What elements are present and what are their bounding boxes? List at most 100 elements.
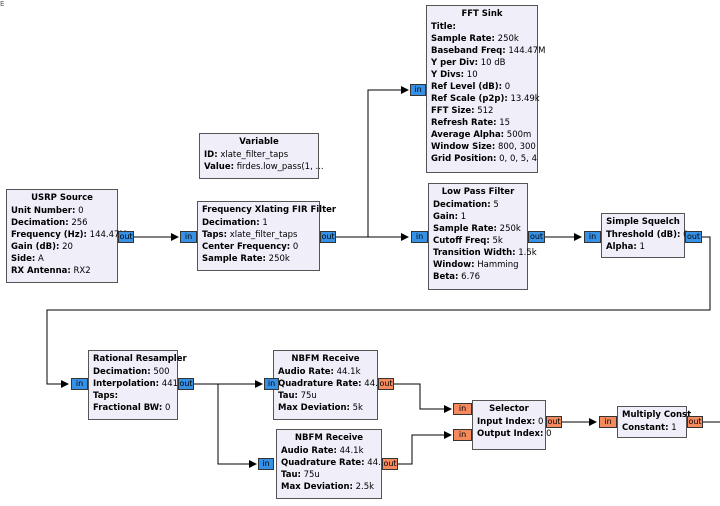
block-title: NBFM Receive	[294, 433, 364, 443]
param-value: xlate_filter_taps	[229, 230, 298, 240]
param-row: Window: Hamming	[433, 259, 523, 271]
param-key: Max Deviation:	[278, 403, 350, 413]
param-row: Fractional BW: 0	[93, 402, 173, 414]
param-key: Y Divs:	[431, 70, 465, 80]
param-value: 144.47M	[508, 46, 546, 56]
nbfm-receive-2-out-port[interactable]: out	[382, 458, 398, 470]
block-freq-xlating-fir[interactable]: Frequency Xlating FIR Filter Decimation:…	[197, 201, 337, 271]
param-value: RX2	[73, 266, 91, 276]
block-multiply-const[interactable]: Multiply Const Constant: 1	[617, 406, 692, 438]
param-value: 5k	[492, 236, 503, 246]
param-value: 44.1k	[367, 458, 392, 468]
block-usrp-source[interactable]: USRP Source Unit Number: 0 Decimation: 2…	[6, 189, 127, 283]
wire-nbfm2-selector	[398, 431, 452, 465]
fft-sink-in-port[interactable]: in	[410, 84, 426, 96]
param-value: 2.5k	[355, 482, 375, 492]
param-key: Tau:	[278, 391, 298, 401]
param-value: 75u	[300, 391, 317, 401]
nbfm-receive-2-in-port[interactable]: in	[258, 458, 274, 470]
multiply-const-out-port[interactable]: out	[687, 416, 703, 428]
simple-squelch-in-port[interactable]: in	[584, 231, 601, 243]
param-key: Max Deviation:	[281, 482, 353, 492]
param-key: Refresh Rate:	[431, 118, 497, 128]
low-pass-in-port[interactable]: in	[411, 231, 428, 243]
freq-xlating-out-port[interactable]: out	[320, 231, 336, 243]
param-key: Title:	[431, 22, 456, 32]
param-value: 44.1k	[364, 379, 389, 389]
block-rational-resampler[interactable]: Rational Resampler Decimation: 500 Inter…	[88, 350, 187, 420]
param-row: Decimation: 256	[11, 217, 113, 229]
param-row: Interpolation: 441	[93, 378, 178, 390]
simple-squelch-out-port[interactable]: out	[685, 231, 702, 243]
param-value: 10 dB	[480, 58, 506, 68]
param-key: Sample Rate:	[433, 224, 497, 234]
param-key: Decimation:	[433, 200, 491, 210]
block-simple-squelch[interactable]: Simple Squelch Threshold (dB): 0 Alpha: …	[601, 213, 689, 258]
param-key: Quadrature Rate:	[281, 458, 365, 468]
param-row: Cutoff Freq: 5k	[433, 235, 523, 247]
param-row: Y Divs: 10	[431, 69, 533, 81]
param-row: Taps: xlate_filter_taps	[202, 229, 315, 241]
block-fft-sink[interactable]: FFT Sink Title: Sample Rate: 250k Baseba…	[426, 5, 545, 173]
param-value: 44.1k	[339, 446, 364, 456]
param-row: Unit Number: 0	[11, 205, 113, 217]
nbfm-receive-1-in-port[interactable]: in	[264, 378, 279, 390]
selector-in-port-1[interactable]: in	[453, 429, 472, 441]
param-row: Max Deviation: 5k	[278, 402, 373, 414]
param-value: 1	[671, 423, 677, 433]
rational-resampler-out-port[interactable]: out	[178, 378, 194, 390]
param-value: 800, 300	[497, 142, 536, 152]
param-row: Input Index: 0	[477, 416, 544, 428]
param-row: Alpha: 1	[606, 241, 680, 253]
param-row: Window Size: 800, 300	[431, 141, 536, 153]
param-value: 10	[466, 70, 478, 80]
param-row: FFT Size: 512	[431, 105, 533, 117]
param-row: Decimation: 1	[202, 217, 315, 229]
param-value: 250k	[499, 224, 521, 234]
param-row: Tau: 75u	[278, 390, 373, 402]
param-key: Y per Div:	[431, 58, 479, 68]
param-key: Decimation:	[93, 367, 151, 377]
block-title: Multiply Const	[622, 410, 692, 420]
block-low-pass-filter[interactable]: Low Pass Filter Decimation: 5 Gain: 1 Sa…	[428, 183, 537, 290]
block-title: Simple Squelch	[606, 217, 680, 227]
block-variable[interactable]: Variable ID: xlate_filter_taps Value: fi…	[199, 133, 324, 179]
param-row: Sample Rate: 250k	[433, 223, 523, 235]
usrp-source-out-port[interactable]: out	[118, 231, 134, 243]
param-row: Decimation: 500	[93, 366, 173, 378]
param-row: Taps:	[93, 390, 173, 402]
param-value: firdes.low_pass(1, ...	[236, 162, 324, 172]
block-title: Frequency Xlating FIR Filter	[202, 205, 337, 215]
selector-in-port-0[interactable]: in	[453, 403, 472, 415]
param-value: 250k	[268, 254, 290, 264]
param-key: Taps:	[202, 230, 227, 240]
block-nbfm-receive-1[interactable]: NBFM Receive Audio Rate: 44.1k Quadratur…	[273, 350, 388, 420]
param-value: 512	[477, 106, 494, 116]
param-key: Sample Rate:	[202, 254, 266, 264]
param-row: Audio Rate: 44.1k	[281, 445, 377, 457]
param-row: Transition Width: 1.5k	[433, 247, 537, 259]
param-row: Center Frequency: 0	[202, 241, 315, 253]
wire-squelch-resampler	[46, 236, 711, 388]
param-key: Sample Rate:	[431, 34, 495, 44]
low-pass-out-port[interactable]: out	[528, 231, 545, 243]
param-row: Frequency (Hz): 144.47M	[11, 229, 127, 241]
param-row: Audio Rate: 44.1k	[278, 366, 373, 378]
selector-out-port[interactable]: out	[546, 416, 562, 428]
param-row: ID: xlate_filter_taps	[204, 149, 314, 161]
freq-xlating-in-port[interactable]: in	[180, 231, 197, 243]
rational-resampler-in-port[interactable]: in	[71, 378, 88, 390]
block-selector[interactable]: Selector Input Index: 0 Output Index: 0	[472, 400, 552, 450]
param-row: Title:	[431, 21, 533, 33]
param-key: Ref Scale (p2p):	[431, 94, 508, 104]
block-title: Selector	[489, 404, 529, 414]
nbfm-receive-1-out-port[interactable]: out	[378, 378, 394, 390]
param-key: Window Size:	[431, 142, 496, 152]
block-nbfm-receive-2[interactable]: NBFM Receive Audio Rate: 44.1k Quadratur…	[276, 429, 391, 499]
param-value: 0	[538, 417, 544, 427]
param-row: Max Deviation: 2.5k	[281, 481, 377, 493]
param-key: Gain:	[433, 212, 459, 222]
param-value: A	[38, 254, 44, 264]
multiply-const-in-port[interactable]: in	[599, 416, 617, 428]
block-title: NBFM Receive	[291, 354, 360, 364]
